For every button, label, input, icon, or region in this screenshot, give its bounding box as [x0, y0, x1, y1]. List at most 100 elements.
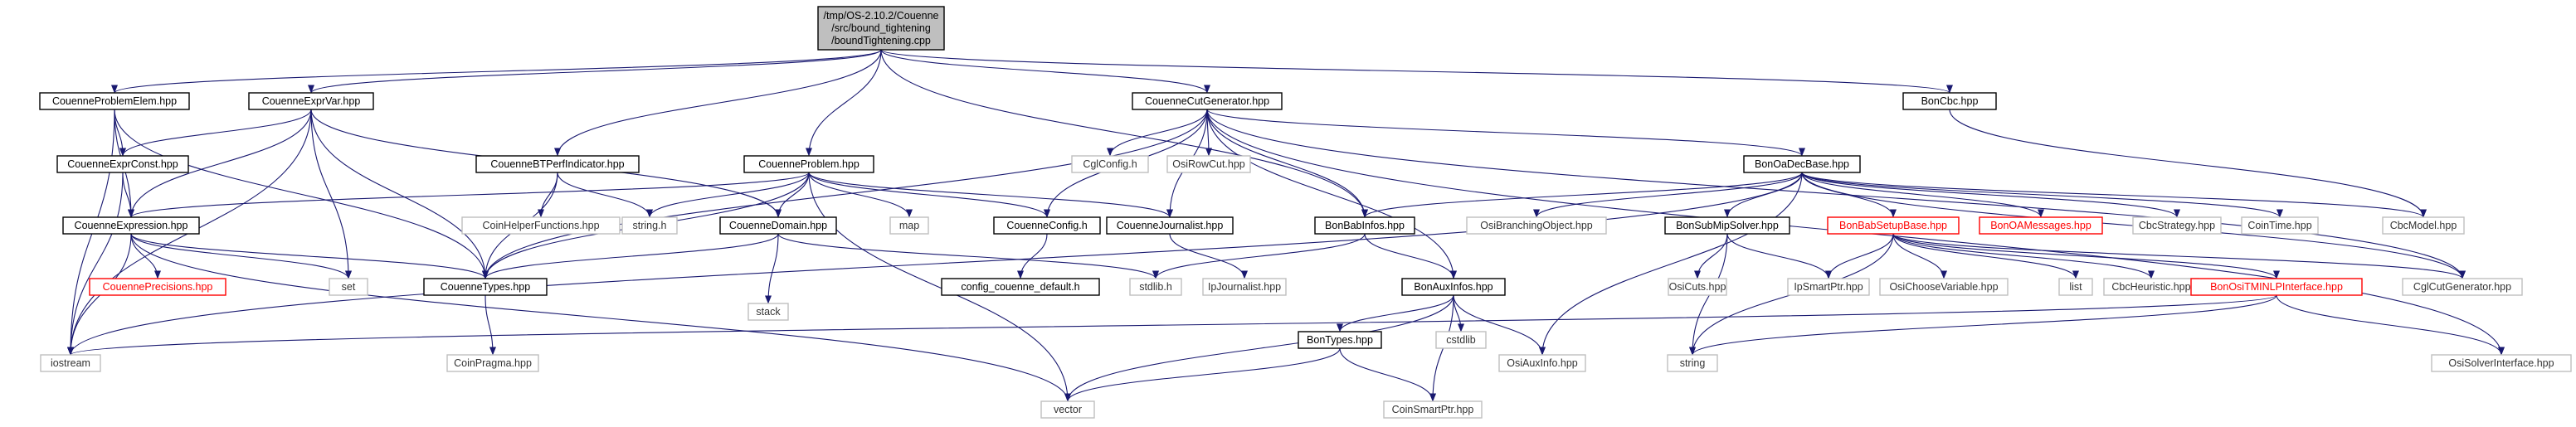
node-label: CbcModel.hpp	[2390, 220, 2457, 231]
edge-CouenneCutGenerator-to-CglConfig	[1107, 109, 1208, 157]
node-label: /src/bound_tightening	[831, 22, 931, 34]
edge-CouenneConfig-to-config_couenne_default	[1017, 233, 1048, 279]
node-couenneexpression[interactable]: CouenneExpression.hpp	[62, 216, 200, 235]
node-bonsubmipsolver[interactable]: BonSubMipSolver.hpp	[1664, 216, 1790, 235]
edge-CouenneProblem-to-map	[808, 172, 913, 218]
node-couenneproblem[interactable]: CouenneProblem.hpp	[743, 155, 874, 173]
edge-BonBabSetupBase-to-CglCutGenerator	[1892, 233, 2466, 279]
edge-CouenneExprVar-to-CouenneTypes	[310, 109, 489, 279]
node-box	[1106, 216, 1234, 235]
edge-CouenneJournalist-to-IpJournalist	[1169, 233, 1248, 279]
node-box	[1668, 278, 1727, 296]
edge-BonOaDecBase-to-OsiAuxInfo	[1539, 172, 1803, 356]
node-box	[1202, 278, 1287, 296]
node-config-couenne-default[interactable]: config_couenne_default.h	[941, 278, 1100, 296]
node-label: CbcHeuristic.hpp	[2111, 281, 2190, 293]
node-couennedomain[interactable]: CouenneDomain.hpp	[719, 216, 837, 235]
edge-BonBabSetupBase-to-OsiChooseVariable	[1892, 233, 1947, 279]
node-couenneprecisions[interactable]: CouennePrecisions.hpp	[89, 278, 226, 296]
node-osiauxinfo: OsiAuxInfo.hpp	[1498, 354, 1586, 372]
node-bontypes[interactable]: BonTypes.hpp	[1298, 331, 1382, 349]
edge-BonTypes-to-CoinSmartPtr	[1339, 347, 1436, 402]
node-cglconfig: CglConfig.h	[1071, 155, 1149, 173]
node-label: CouennePrecisions.hpp	[103, 281, 213, 293]
node-ipjournalist: IpJournalist.hpp	[1202, 278, 1287, 296]
node-box	[1314, 216, 1415, 235]
node-label: CouenneProblemElem.hpp	[52, 95, 177, 107]
node-box	[747, 303, 789, 321]
node-label: CouenneProblem.hpp	[758, 158, 859, 170]
node-label: CouenneConfig.h	[1006, 220, 1087, 231]
node-box	[475, 155, 640, 173]
node-box	[461, 216, 621, 235]
node-bonbabinfos[interactable]: BonBabInfos.hpp	[1314, 216, 1415, 235]
node-box	[2382, 216, 2465, 235]
node-label: stack	[756, 306, 781, 318]
node-osichoosevariable: OsiChooseVariable.hpp	[1879, 278, 2009, 296]
edge-root-to-CouenneCutGenerator	[880, 49, 1210, 94]
edge-BonAuxInfos-to-vector	[1064, 294, 1454, 402]
edge-BonAuxInfos-to-BonTypes	[1337, 294, 1454, 332]
node-bonositminlpinterface[interactable]: BonOsiTMINLPInterface.hpp	[2190, 278, 2363, 296]
node-label: CoinSmartPtr.hpp	[1392, 404, 1474, 415]
node-couennecutgenerator[interactable]: CouenneCutGenerator.hpp	[1132, 92, 1283, 110]
edge-CouenneCutGenerator-to-CouenneTypes	[482, 109, 1208, 279]
node-list: list	[2058, 278, 2093, 296]
node-box	[329, 278, 368, 296]
node-couennetypes[interactable]: CouenneTypes.hpp	[423, 278, 548, 296]
node-boncbc[interactable]: BonCbc.hpp	[1902, 92, 1997, 110]
node-osibranchingobject: OsiBranchingObject.hpp	[1466, 216, 1607, 235]
edge-CouenneTypes-to-CoinPragma	[485, 294, 496, 356]
node-couenneproblemelem[interactable]: CouenneProblemElem.hpp	[39, 92, 190, 110]
edge-CouenneExprConst-to-iostream	[67, 172, 124, 356]
node-label: cstdlib	[1446, 334, 1475, 346]
node-bonoamessages[interactable]: BonOAMessages.hpp	[1979, 216, 2103, 235]
node-box	[446, 354, 539, 372]
edge-BonOaDecBase-to-CbcStrategy	[1801, 172, 2180, 218]
node-box	[1071, 155, 1149, 173]
node-iostream: iostream	[40, 354, 101, 372]
node-label: config_couenne_default.h	[961, 281, 1079, 293]
edge-root-to-BonCbc	[880, 49, 1953, 94]
node-string-h: string.h	[621, 216, 678, 235]
node-bonbabsetupbase[interactable]: BonBabSetupBase.hpp	[1827, 216, 1960, 235]
node-map: map	[889, 216, 929, 235]
node-root[interactable]: /tmp/OS-2.10.2/Couenne/src/bound_tighten…	[817, 6, 945, 51]
node-box	[1132, 92, 1283, 110]
node-label: CoinPragma.hpp	[454, 357, 532, 369]
edge-BonSubMipSolver-to-IpSmartPtr	[1726, 233, 1832, 279]
node-stdlib-h: stdlib.h	[1129, 278, 1182, 296]
node-couennebtperfindicator[interactable]: CouenneBTPerfIndicator.hpp	[475, 155, 640, 173]
edge-CouenneCutGenerator-to-CglCutGenerator	[1206, 109, 2466, 279]
node-label: CouenneExprVar.hpp	[262, 95, 361, 107]
node-label: IpSmartPtr.hpp	[1794, 281, 1863, 293]
node-label: IpJournalist.hpp	[1208, 281, 1281, 293]
node-box	[1664, 216, 1790, 235]
node-box	[39, 92, 190, 110]
node-box	[89, 278, 226, 296]
node-couennejournalist[interactable]: CouenneJournalist.hpp	[1106, 216, 1234, 235]
node-bonoadecbase[interactable]: BonOaDecBase.hpp	[1743, 155, 1861, 173]
node-label: CouenneDomain.hpp	[729, 220, 827, 231]
edge-CouenneBTPerfIndicator-to-string_h	[557, 172, 653, 218]
edge-BonAuxInfos-to-OsiAuxInfo	[1453, 294, 1546, 356]
node-box	[1827, 216, 1960, 235]
node-set: set	[329, 278, 368, 296]
node-couenneexprconst[interactable]: CouenneExprConst.hpp	[56, 155, 189, 173]
node-label: OsiSolverInterface.hpp	[2448, 357, 2554, 369]
edge-CouenneBTPerfIndicator-to-CoinHelperFunctions	[538, 172, 558, 218]
edge-root-to-CouenneExprVar	[308, 49, 882, 94]
node-cglcutgenerator: CglCutGenerator.hpp	[2402, 278, 2523, 296]
node-couenneexprvar[interactable]: CouenneExprVar.hpp	[248, 92, 374, 110]
edge-BonOsiTMINLPInterface-to-OsiSolverInterface	[2276, 294, 2505, 356]
node-box	[1383, 400, 1483, 419]
node-label: string.h	[633, 220, 667, 231]
node-bonauxinfos[interactable]: BonAuxInfos.hpp	[1401, 278, 1506, 296]
node-box	[719, 216, 837, 235]
edge-root-to-BonBabInfos	[880, 49, 1368, 218]
node-box	[743, 155, 874, 173]
node-coinpragma: CoinPragma.hpp	[446, 354, 539, 372]
node-label: CouenneCutGenerator.hpp	[1145, 95, 1269, 107]
node-couenneconfig[interactable]: CouenneConfig.h	[993, 216, 1101, 235]
node-string: string	[1667, 354, 1718, 372]
